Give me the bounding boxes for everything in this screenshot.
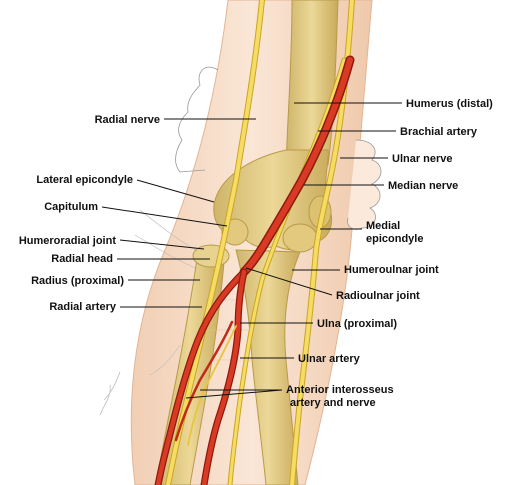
label-ulna-proximal: Ulna (proximal) xyxy=(317,318,397,330)
interosseous-membrane xyxy=(198,299,256,391)
label-ulnar-nerve: Ulnar nerve xyxy=(392,153,453,165)
label-radioulnar-joint: Radioulnar joint xyxy=(336,290,420,302)
label-radius-proximal: Radius (proximal) xyxy=(31,275,124,287)
label-humeroulnar-joint: Humeroulnar joint xyxy=(344,264,439,276)
label-medial-epicondyle-line2: epicondyle xyxy=(366,233,423,245)
label-anterior-interosseus-line2: artery and nerve xyxy=(290,397,376,409)
label-humeroradial-joint: Humeroradial joint xyxy=(19,235,117,247)
brachial-artery-core xyxy=(241,57,353,275)
radial-artery-core xyxy=(155,269,247,485)
ulnar-artery-core xyxy=(201,269,247,485)
trochlea-bone xyxy=(282,223,318,253)
humerus-bone xyxy=(285,0,339,166)
label-humerus-distal: Humerus (distal) xyxy=(406,98,493,110)
label-median-nerve: Median nerve xyxy=(388,180,458,192)
label-brachial-artery: Brachial artery xyxy=(400,126,478,138)
label-ulnar-artery: Ulnar artery xyxy=(298,353,361,365)
hand-outline-left xyxy=(175,66,219,173)
label-capitulum: Capitulum xyxy=(44,201,98,213)
leader-lines xyxy=(101,102,402,399)
label-radial-artery: Radial artery xyxy=(49,301,117,313)
label-radial-nerve: Radial nerve xyxy=(95,114,160,126)
anterior-interosseus-artery xyxy=(174,320,234,442)
label-anterior-interosseus-line1: Anterior interosseus xyxy=(286,384,394,396)
label-lateral-epicondyle: Lateral epicondyle xyxy=(36,174,133,186)
artist-signature xyxy=(99,371,121,416)
label-medial-epicondyle-line1: Medial xyxy=(366,220,400,232)
label-radial-head: Radial head xyxy=(51,253,113,265)
anterior-interosseus-nerve xyxy=(187,325,237,446)
